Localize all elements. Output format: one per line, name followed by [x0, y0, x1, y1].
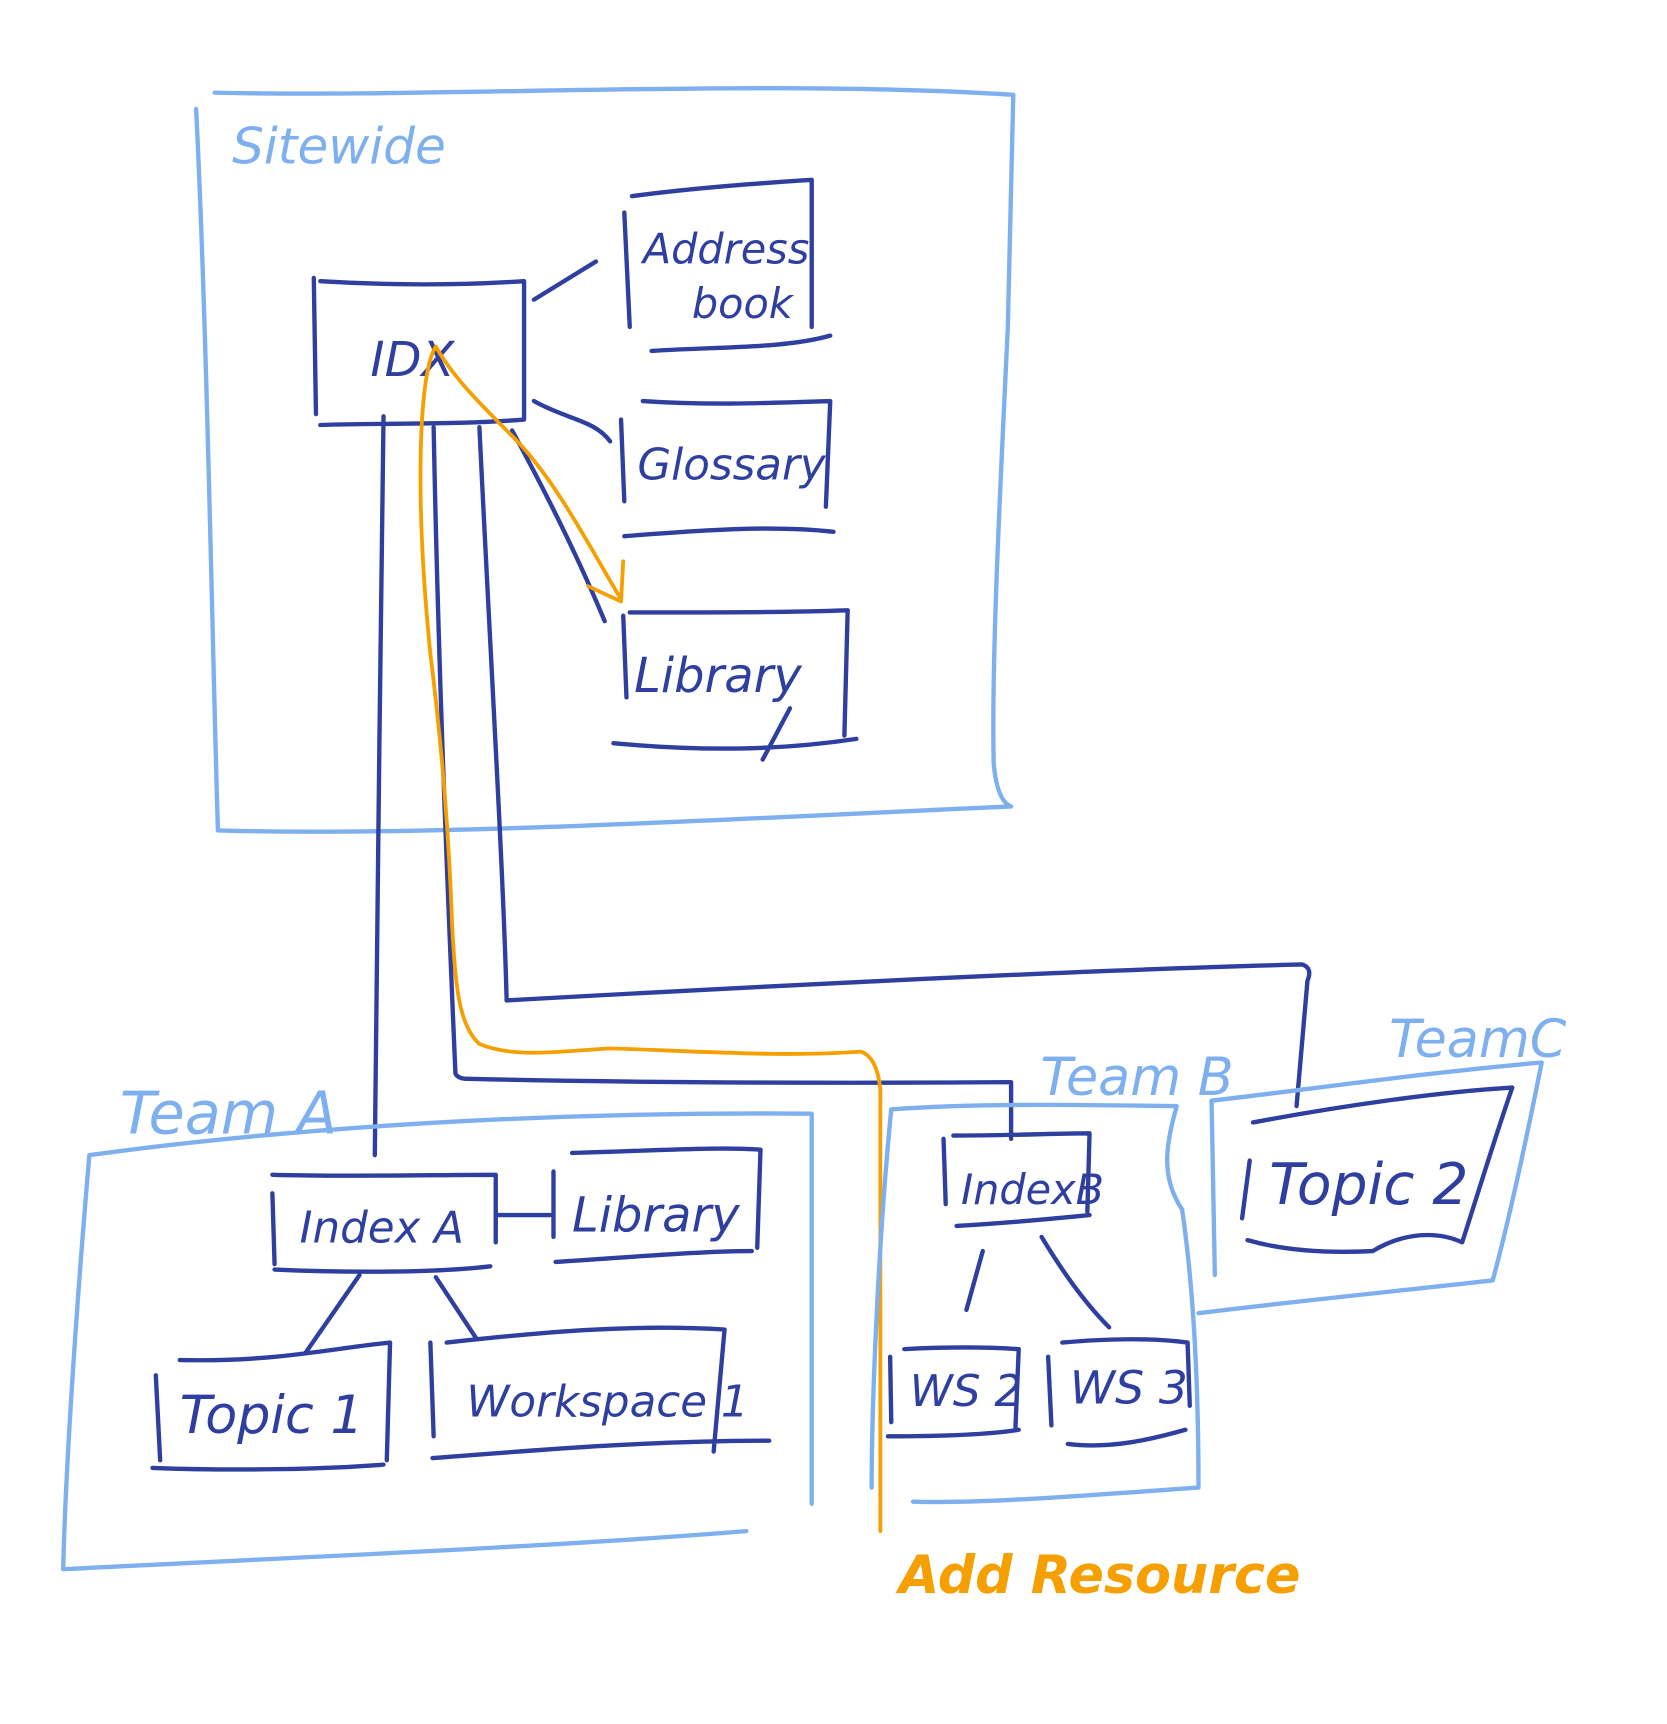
address-book-label-line1: Address: [640, 226, 809, 274]
index-b-node: IndexB: [941, 1131, 1104, 1229]
address-book-node: Address book: [622, 177, 833, 354]
index-b-label: IndexB: [961, 1166, 1104, 1214]
team-b-label: Team B: [1041, 1047, 1234, 1108]
glossary-label: Glossary: [637, 440, 827, 490]
add-resource-label: Add Resource: [895, 1545, 1301, 1606]
ws3-label: WS 3: [1070, 1362, 1188, 1415]
index-a-label: Index A: [300, 1203, 464, 1253]
idx-connectors: [509, 259, 613, 624]
team-c-label: TeamC: [1389, 1009, 1567, 1070]
library-sitewide-node: Library: [611, 608, 859, 762]
sitewide-container: Sitewide: [193, 85, 1016, 834]
topic-2-label: Topic 2: [1269, 1152, 1468, 1218]
glossary-node: Glossary: [618, 398, 836, 539]
add-resource-path: Add Resource: [418, 344, 1301, 1606]
library-team-a-node: Library: [493, 1146, 763, 1265]
team-c-container: TeamC: [1196, 1009, 1567, 1316]
idx-node: IDX: [311, 275, 527, 428]
workspace-1-node: Workspace 1: [428, 1325, 772, 1461]
index-a-node: Index A: [270, 1172, 498, 1274]
ws2-node: WS 2: [885, 1234, 1112, 1439]
team-a-container: Team A: [61, 1078, 814, 1572]
topic-2-node: Topic 2: [1239, 1085, 1515, 1254]
library-sitewide-label: Library: [634, 649, 802, 704]
topic-1-node: Topic 1: [150, 1272, 479, 1472]
workspace-1-label: Workspace 1: [466, 1378, 748, 1428]
ws2-label: WS 2: [910, 1367, 1022, 1417]
team-connectors: [372, 414, 1312, 1158]
sitewide-label: Sitewide: [232, 116, 446, 175]
idx-label: IDX: [370, 333, 455, 388]
topic-1-label: Topic 1: [180, 1385, 364, 1446]
library-team-a-label: Library: [572, 1188, 740, 1243]
ws3-node: WS 3: [1045, 1337, 1192, 1448]
team-a-label: Team A: [120, 1078, 337, 1147]
team-b-container: Team B: [869, 1047, 1234, 1505]
address-book-label-line2: book: [692, 280, 795, 328]
